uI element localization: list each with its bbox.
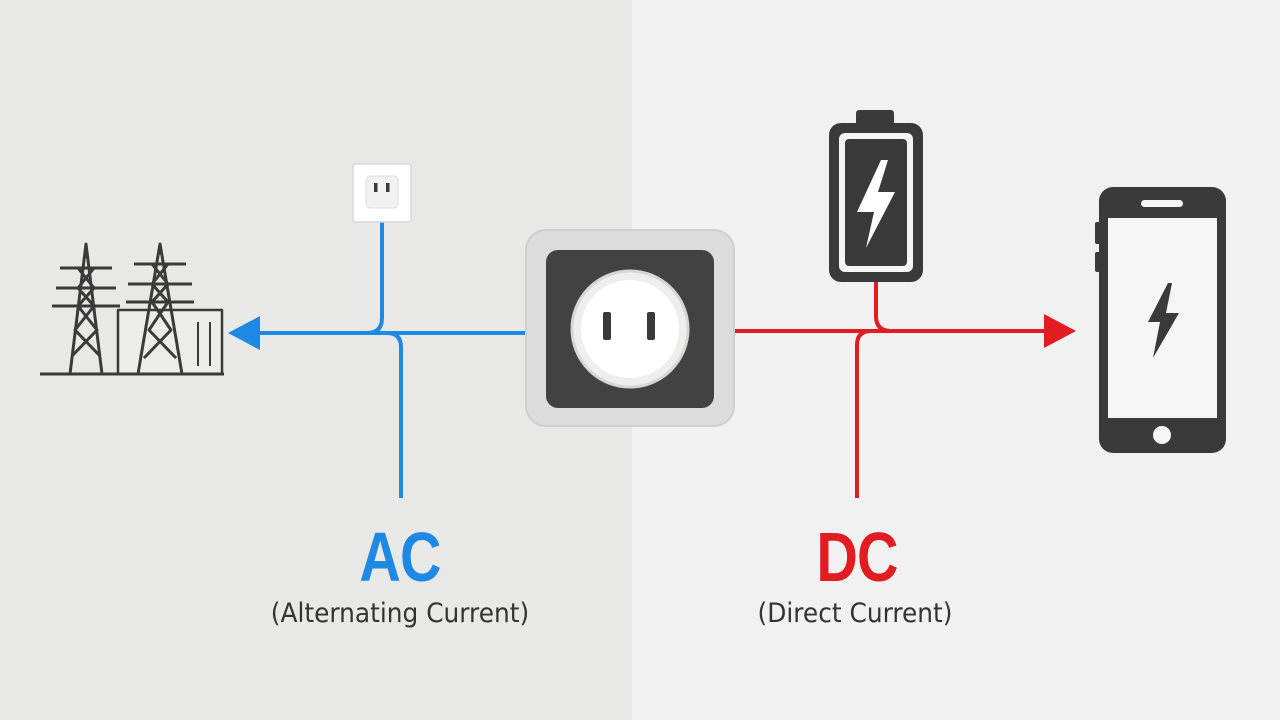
ac-branch-up-line [366,222,384,335]
battery-charging-icon [829,110,923,282]
dc-wiring [734,282,1048,498]
ac-label: AC [359,518,441,596]
dc-full-label: (Direct Current) [757,598,953,629]
dc-branch-down-line [855,329,872,498]
ac-wiring [250,222,528,498]
dc-branch-up-line [874,282,892,333]
wall-outlet-icon [525,229,735,427]
transmission-towers-icon [40,242,224,376]
small-outlet-icon [352,163,412,223]
dc-label: DC [816,518,898,596]
ac-arrowhead [228,316,260,350]
dc-arrowhead [1044,314,1076,348]
ac-branch-down-line [386,331,403,498]
smartphone-charging-icon [1095,187,1226,453]
ac-full-label: (Alternating Current) [270,598,530,629]
